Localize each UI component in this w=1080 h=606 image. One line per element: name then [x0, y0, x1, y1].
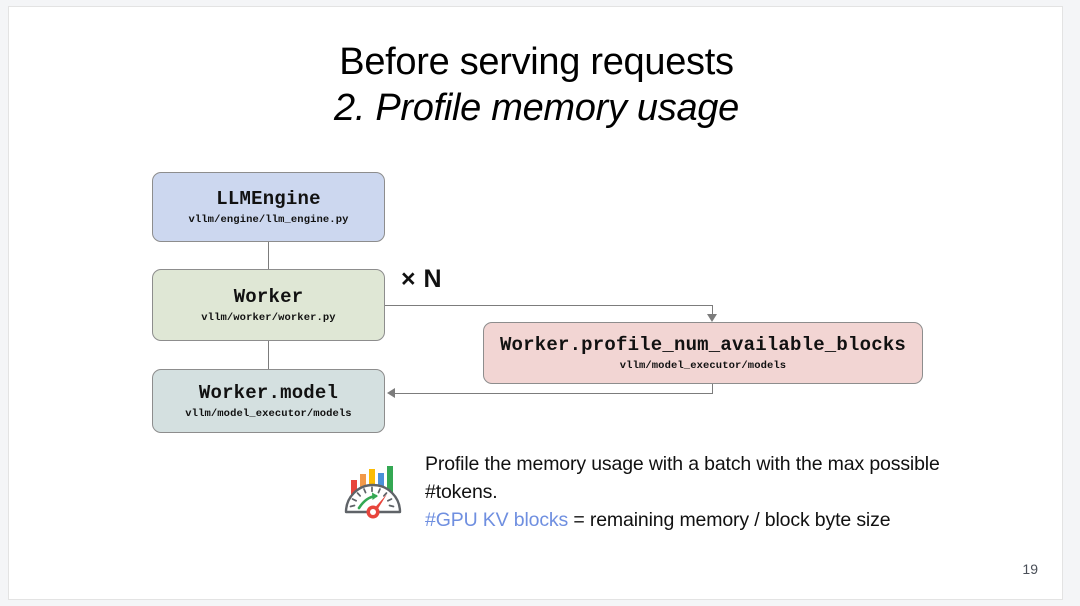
edge-worker-to-profile-vertical [712, 305, 713, 314]
edge-worker-to-workermodel [268, 341, 269, 369]
slide-canvas: Before serving requests 2. Profile memor… [8, 6, 1063, 600]
node-subtitle-worker-model: vllm/model_executor/models [185, 407, 352, 420]
arrowhead-into-workermodel [387, 388, 395, 398]
diagram-node-profile-num-available-blocks[interactable]: Worker.profile_num_available_blocks vllm… [483, 322, 923, 384]
architecture-diagram: LLMEngine vllm/engine/llm_engine.py Work… [9, 7, 1062, 599]
edge-worker-to-profile-horizontal [385, 305, 712, 306]
caption-line-2: possible #tokens. [425, 453, 940, 503]
performance-gauge-icon [342, 462, 404, 522]
edge-label-multiplicity: × N [401, 265, 443, 293]
caption-line-3-rest: = remaining memory / block byte size [568, 509, 891, 531]
node-subtitle-profile: vllm/model_executor/models [619, 359, 787, 372]
node-subtitle-llmengine: vllm/engine/llm_engine.py [188, 213, 349, 226]
page-number: 19 [1022, 561, 1038, 577]
diagram-node-worker[interactable]: Worker vllm/worker/worker.py [152, 269, 385, 341]
edge-llmengine-to-worker [268, 242, 269, 269]
caption-line-1: Profile the memory usage with a batch wi… [425, 453, 865, 475]
node-title-llmengine: LLMEngine [216, 187, 321, 210]
node-title-worker: Worker [233, 285, 304, 308]
node-subtitle-worker: vllm/worker/worker.py [201, 311, 336, 324]
caption-text: Profile the memory usage with a batch wi… [425, 450, 1015, 534]
edge-profile-to-workermodel-horizontal [395, 393, 713, 394]
node-title-worker-model: Worker.model [198, 381, 339, 404]
slide-title: Before serving requests 2. Profile memor… [9, 39, 1062, 131]
caption-highlight-gpu-kv-blocks: #GPU KV blocks [425, 509, 569, 531]
node-title-profile: Worker.profile_num_available_blocks [499, 333, 907, 356]
diagram-node-llmengine[interactable]: LLMEngine vllm/engine/llm_engine.py [152, 172, 385, 242]
title-line-primary: Before serving requests [339, 41, 734, 83]
diagram-node-worker-model[interactable]: Worker.model vllm/model_executor/models [152, 369, 385, 433]
edge-profile-to-workermodel-vertical [712, 384, 713, 393]
arrowhead-into-profile [707, 314, 717, 322]
title-line-secondary: 2. Profile memory usage [334, 87, 739, 129]
